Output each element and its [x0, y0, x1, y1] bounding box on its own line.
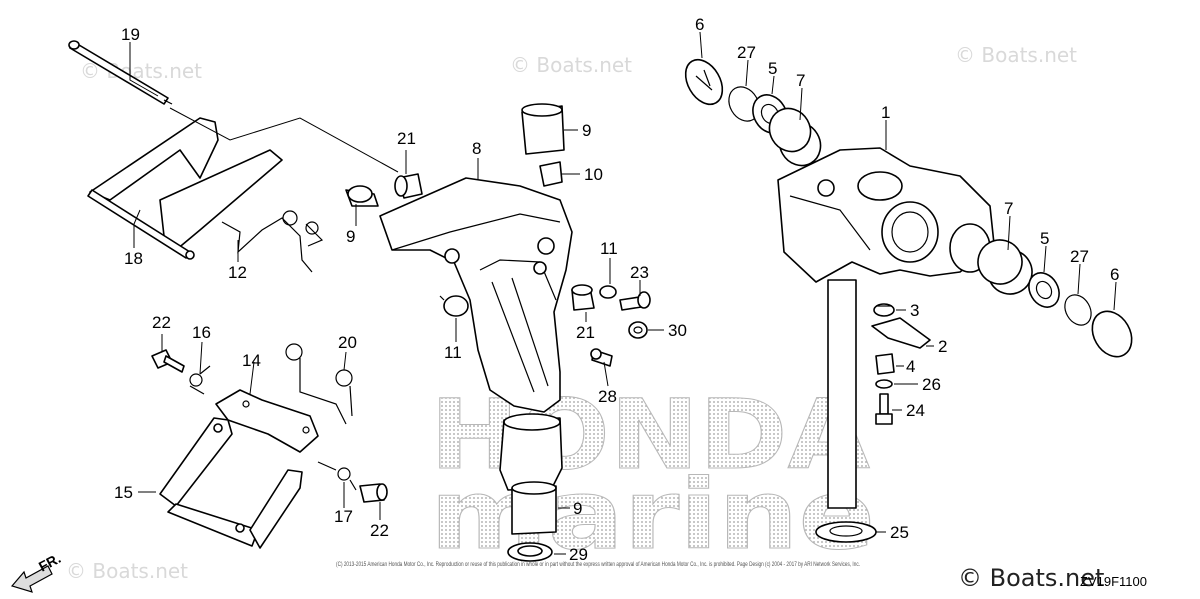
callout-4: 4 — [906, 357, 915, 376]
part-18-bracket — [87, 117, 283, 260]
part-29-seal — [507, 542, 553, 562]
part-19-pin — [68, 40, 173, 105]
callout-30: 30 — [668, 321, 687, 340]
watermark-text: © Boats.net — [66, 559, 188, 583]
part-12-washer — [599, 285, 617, 299]
part-26-washer — [875, 379, 893, 389]
callout-27-top: 27 — [737, 43, 756, 62]
part-5-washer-right — [1028, 272, 1060, 308]
part-1-shaft — [827, 279, 857, 509]
callout-26: 26 — [922, 375, 941, 394]
part-21-bushing-right — [571, 284, 595, 311]
part-8-swivel-case — [379, 177, 573, 413]
callout-7-right: 7 — [1004, 199, 1013, 218]
callout-20: 20 — [338, 333, 357, 352]
callout-2: 2 — [938, 337, 947, 356]
part-14-plate — [215, 389, 319, 453]
callout-12: 11 — [600, 239, 618, 258]
callout-11-bottom: 11 — [444, 343, 462, 362]
part-13-spring — [221, 210, 324, 273]
part-24-bolt — [875, 393, 893, 425]
part-27-circlip-left — [728, 86, 760, 122]
part-9-bushing-top — [521, 103, 565, 155]
part-2-lever — [871, 317, 931, 349]
part-27-circlip-right — [1064, 294, 1092, 326]
part-11-bushing — [345, 185, 379, 207]
copyright-text: (C) 2013-2015 American Honda Motor Co., … — [336, 562, 860, 568]
brand-marine: marine — [430, 459, 875, 571]
part-7-bushing-right — [977, 239, 1033, 295]
part-17-spring — [317, 461, 357, 491]
part-16-spring — [189, 365, 211, 395]
part-3-nut — [873, 303, 895, 317]
callout-22-right: 22 — [370, 521, 389, 540]
callout-15: 15 — [114, 483, 133, 502]
watermarks: © Boats.net © Boats.net © Boats.net © Bo… — [66, 43, 1077, 583]
leader-lines — [129, 31, 1117, 555]
boats-net-watermark: © Boats.net — [958, 564, 1104, 592]
part-11-bushing-lower — [439, 295, 469, 317]
part-15-frame — [159, 417, 303, 549]
callout-24: 24 — [906, 401, 925, 420]
callout-21-right: 21 — [576, 323, 595, 342]
watermark-text: © Boats.net — [510, 53, 632, 77]
part-21-bushing — [394, 173, 423, 199]
callout-22-left: 22 — [152, 313, 171, 332]
part-28-grease-fitting — [590, 348, 613, 367]
front-direction-indicator: FR. — [10, 550, 63, 593]
watermark-text: © Boats.net — [955, 43, 1077, 67]
part-10-shim — [539, 161, 563, 187]
callout-13: 12 — [228, 263, 247, 282]
part-22-bolt-right — [359, 483, 388, 503]
callout-28: 28 — [598, 387, 617, 406]
brand-watermark: HONDA marine — [430, 379, 876, 572]
callout-11-top: 9 — [346, 227, 355, 246]
callout-6-right: 6 — [1110, 265, 1119, 284]
part-9-bushing-bottom — [511, 481, 557, 535]
part-6-cap-left — [684, 58, 724, 106]
callout-labels: 19 18 12 21 9 8 9 10 11 11 23 21 30 28 9… — [114, 15, 1119, 564]
callout-9-bottom: 9 — [573, 499, 582, 518]
callout-18: 18 — [124, 249, 143, 268]
callout-17: 17 — [334, 507, 353, 526]
callout-8: 8 — [472, 139, 481, 158]
callout-14: 14 — [242, 351, 261, 370]
part-30-nut — [628, 321, 648, 339]
part-6-cap-right — [1091, 310, 1133, 358]
part-8-lower-tube — [499, 413, 563, 491]
part-22-bolt-left — [151, 349, 185, 373]
callout-10: 10 — [584, 165, 603, 184]
part-4-collar — [875, 353, 895, 375]
callout-5-right: 5 — [1040, 229, 1049, 248]
callout-29: 29 — [569, 545, 588, 564]
callout-19: 19 — [121, 25, 140, 44]
callout-9-top: 9 — [582, 121, 591, 140]
part-23-bolt — [619, 291, 651, 311]
diagram-code: ZV19F1100 — [1080, 574, 1147, 589]
callout-21-top: 21 — [397, 129, 416, 148]
callout-5-top: 5 — [768, 59, 777, 78]
callout-1: 1 — [881, 103, 890, 122]
callout-23: 23 — [630, 263, 649, 282]
callout-16: 16 — [192, 323, 211, 342]
callout-7-top: 7 — [796, 71, 805, 90]
callout-27-right: 27 — [1070, 247, 1089, 266]
leader-line — [169, 107, 399, 173]
callout-3: 3 — [910, 301, 919, 320]
part-25-washer — [815, 521, 877, 543]
callout-25: 25 — [890, 523, 909, 542]
part-1-bracket — [777, 147, 995, 283]
callout-6-top: 6 — [695, 15, 704, 34]
